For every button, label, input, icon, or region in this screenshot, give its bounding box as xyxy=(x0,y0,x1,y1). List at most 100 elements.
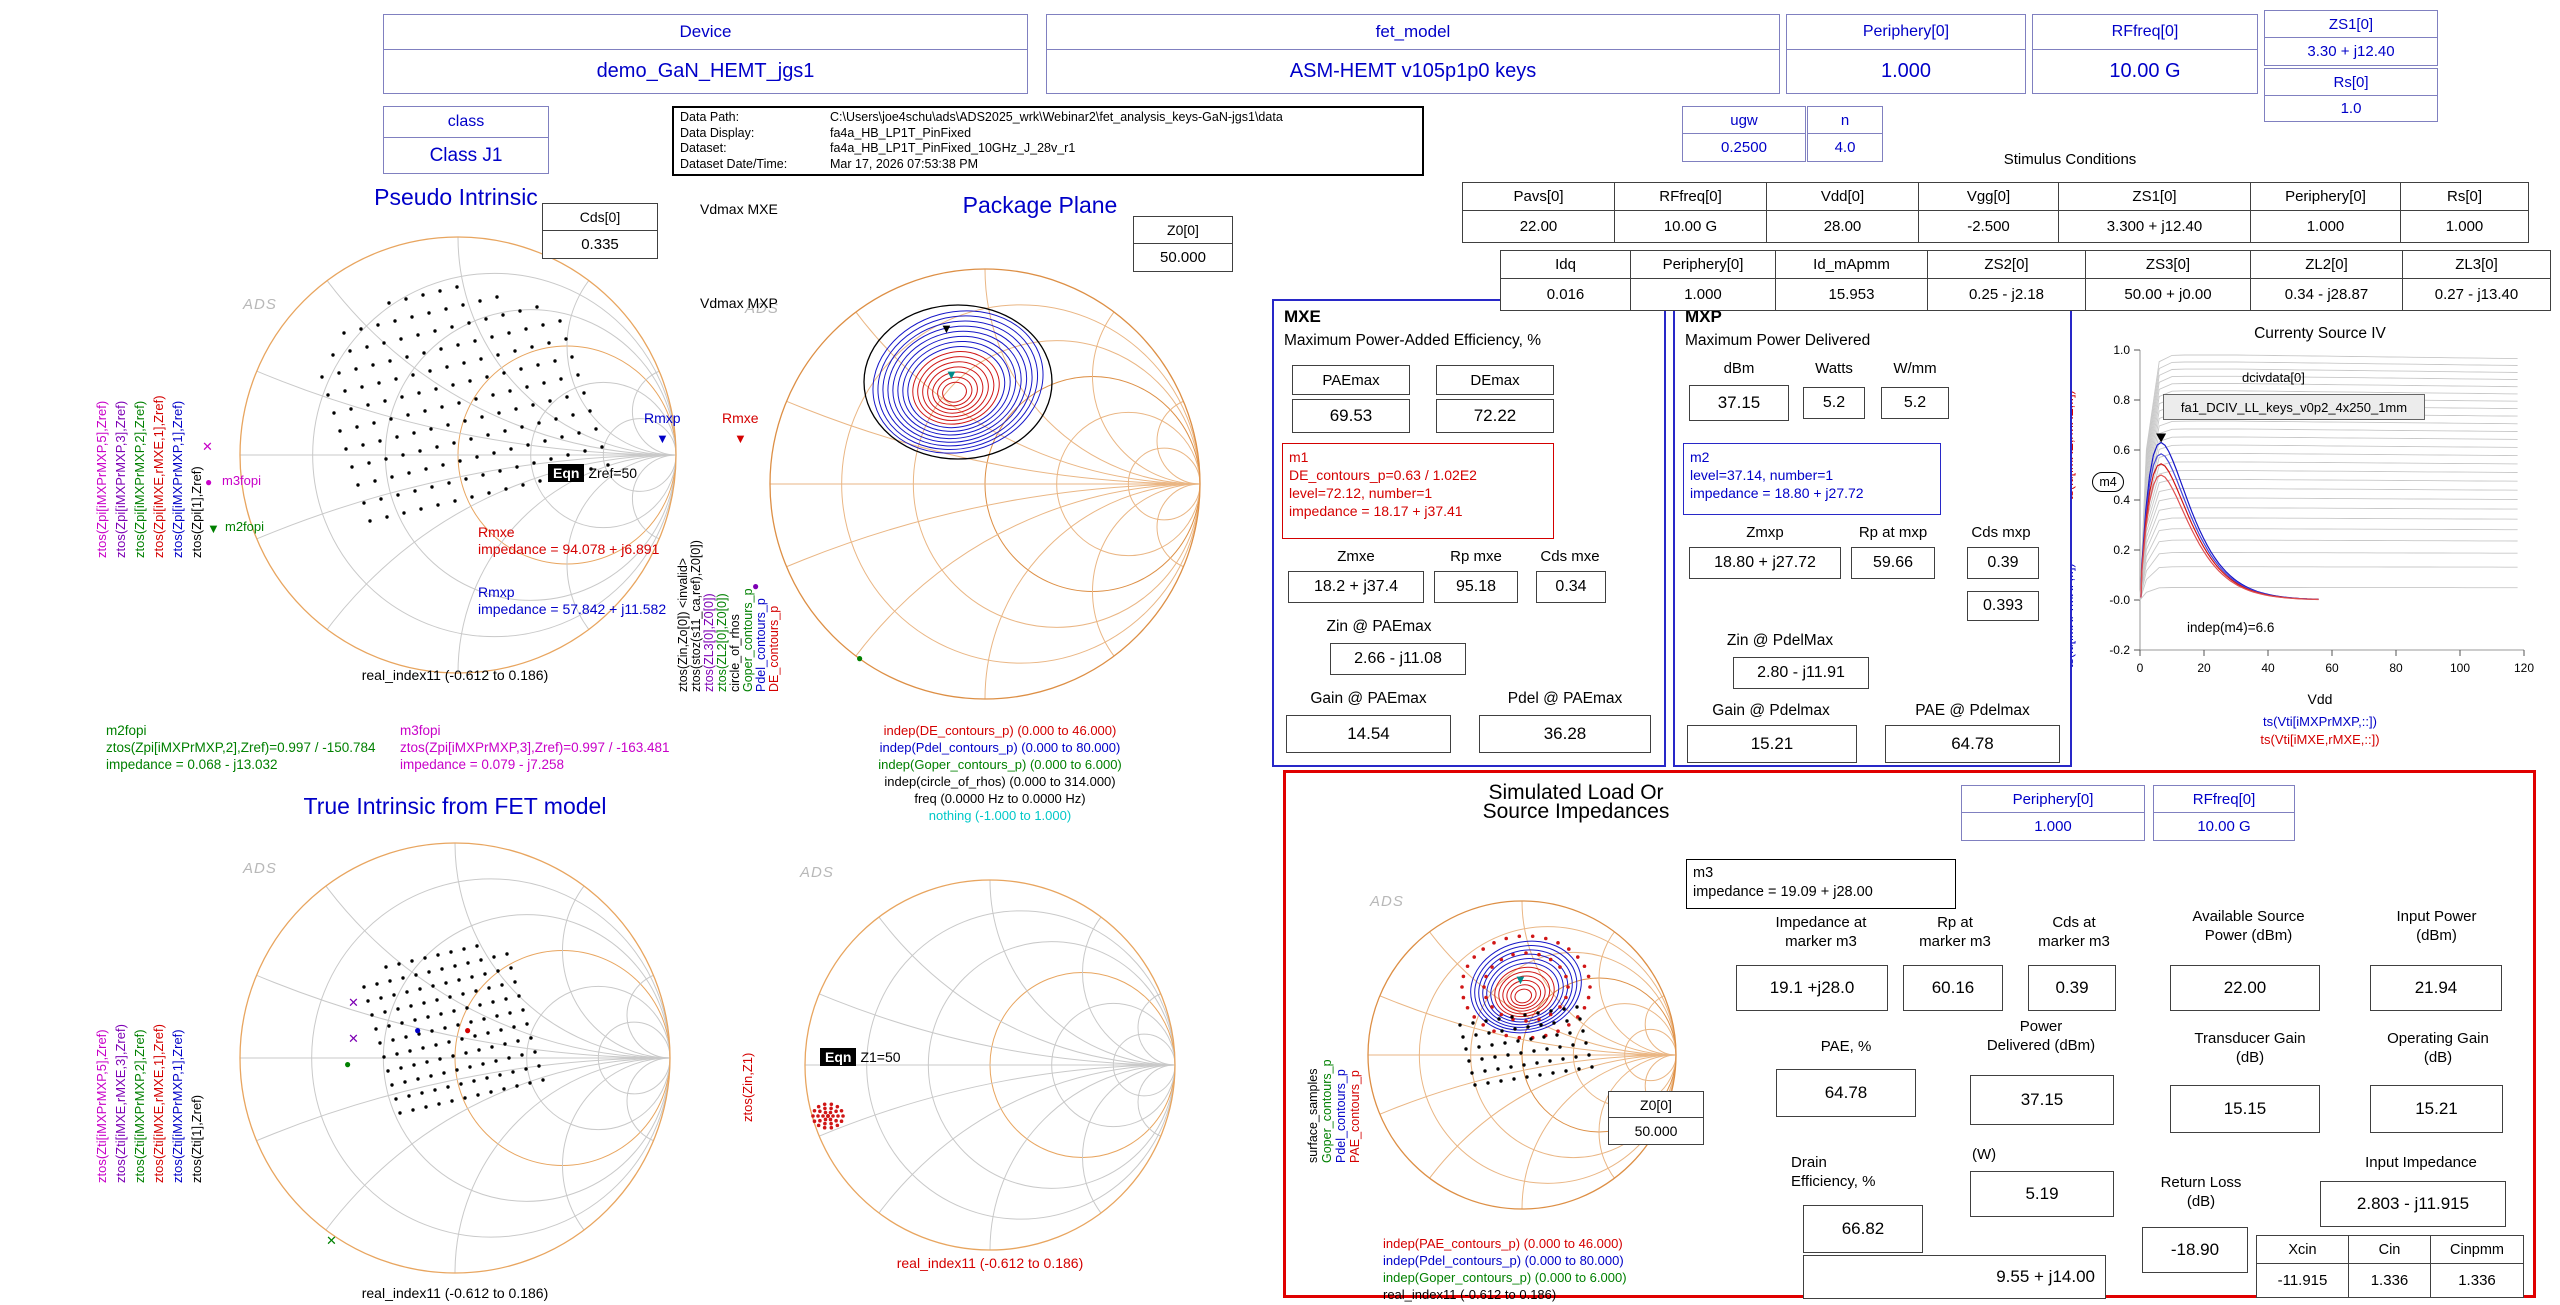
svg-text:120: 120 xyxy=(2514,661,2534,675)
rp-m3-value: 60.16 xyxy=(1903,965,2003,1011)
ugw-table[interactable]: ugw 0.2500 xyxy=(1682,106,1806,162)
zmxp-value: 18.80 + j27.72 xyxy=(1689,547,1841,579)
n-table[interactable]: n 4.0 xyxy=(1807,106,1883,162)
zref-equation[interactable]: Eqn Zref=50 xyxy=(548,464,637,482)
dataset-line: Dataset:fa4a_HB_LP1T_PinFixed_10GHz_J_28… xyxy=(680,141,1076,155)
m1-readout-box[interactable]: m1 DE_contours_p=0.63 / 1.02E2 level=72.… xyxy=(1282,443,1554,539)
m3-readout-box[interactable]: m3 impedance = 19.09 + j28.00 xyxy=(1686,859,1956,909)
rs-header: Rs[0] xyxy=(2333,73,2369,91)
z1-equation[interactable]: Eqn Z1=50 xyxy=(820,1048,901,1066)
sim-periphery-value: 1.000 xyxy=(1962,812,2144,840)
m3fopi-marker-label[interactable]: m3fopi xyxy=(222,473,262,488)
true-intrinsic-smith-chart[interactable] xyxy=(205,833,705,1283)
package-plane-smith-chart[interactable] xyxy=(763,252,1203,708)
x-marker-icon[interactable]: ✕ xyxy=(348,1031,359,1046)
legend-entry: nothing (-1.000 to 1.000) xyxy=(928,808,1072,823)
dot-marker-icon[interactable]: ● xyxy=(414,1023,422,1037)
dot-marker-icon[interactable]: ● xyxy=(344,1057,352,1071)
rmxp-marker-icon[interactable]: ▼ xyxy=(656,431,669,446)
pseudo-intrinsic-smith-chart[interactable] xyxy=(205,228,711,698)
stimulus-table-row2[interactable]: Idq Periphery[0] Id_mApmm ZS2[0] ZS3[0] … xyxy=(1500,250,2551,311)
device-table[interactable]: Device demo_GaN_HEMT_jgs1 xyxy=(383,14,1028,94)
class-table[interactable]: class Class J1 xyxy=(383,106,549,174)
sim-periphery-table[interactable]: Periphery[0] 1.000 xyxy=(1961,785,2145,841)
sim-trace-label: PAE_contours_p xyxy=(1348,1070,1362,1163)
m3-marker-icon[interactable]: ▼ xyxy=(1514,972,1527,987)
true-trace-label: ztos(Zti[iMXE,rMXE,1],Zref) xyxy=(151,1024,166,1183)
x-marker-icon[interactable]: ✕ xyxy=(326,1233,337,1248)
cds-mxp-label: Cds mxp xyxy=(1971,524,2031,541)
cds-table[interactable]: Cds[0] 0.335 xyxy=(542,203,658,259)
zs1-table[interactable]: ZS1[0] 3.30 + j12.40 xyxy=(2264,10,2438,66)
dot-marker-icon[interactable]: ● xyxy=(856,651,864,665)
sim-trace-label: surface_samples xyxy=(1306,1068,1320,1164)
legend-entry: indep(DE_contours_p) (0.000 to 46.000) xyxy=(883,723,1117,738)
x-marker-icon[interactable]: ✕ xyxy=(348,995,359,1010)
fet-model-table[interactable]: fet_model ASM-HEMT v105p1p0 keys xyxy=(1046,14,1780,94)
rmxe-marker-label[interactable]: Rmxe xyxy=(722,410,759,426)
dbm-label: dBm xyxy=(1723,360,1755,377)
rffreq-table[interactable]: RFfreq[0] 10.00 G xyxy=(2032,14,2258,94)
stimulus-table-row1[interactable]: Pavs[0] RFfreq[0] Vdd[0] Vgg[0] ZS1[0] P… xyxy=(1462,182,2529,243)
rmxp-marker-label[interactable]: Rmxp xyxy=(644,410,681,426)
mxp-panel[interactable]: MXP Maximum Power Delivered dBm Watts W/… xyxy=(1673,299,2072,767)
m2-marker-icon[interactable]: ▼ xyxy=(945,367,958,382)
package-trace-label: circle_of_rhos xyxy=(728,614,742,692)
iv-legend-entry: ts(Vti[iMXPrMXP,::]) xyxy=(2263,714,2377,729)
stim-value: 3.300 + j12.40 xyxy=(2059,211,2251,243)
mxe-panel[interactable]: MXE Maximum Power-Added Efficiency, % PA… xyxy=(1272,299,1666,767)
dot-marker-icon[interactable]: ● xyxy=(752,579,760,593)
svg-text:60: 60 xyxy=(2325,661,2339,675)
pdel-paemax-label: Pdel @ PAEmax xyxy=(1507,690,1623,707)
legend-entry: real_index11 (-0.612 to 0.186) xyxy=(1383,1287,1557,1302)
mxe-subtitle: Maximum Power-Added Efficiency, % xyxy=(1284,332,1541,349)
dot-marker-icon[interactable]: ● xyxy=(205,475,213,489)
zin-smith-chart[interactable] xyxy=(790,858,1190,1258)
true-trace-label: ztos(Zti[iMXPrMXP,2],Zref) xyxy=(132,1029,147,1183)
dot-marker-icon[interactable]: ● xyxy=(464,1023,472,1037)
m1-marker-icon[interactable]: ▼ xyxy=(940,321,953,336)
m4-marker-label[interactable]: m4 xyxy=(2092,472,2124,492)
pseudo-trace-label: ztos(Zpi[iMXPrMXP,2],Zref) xyxy=(132,400,147,558)
zin-pdelmax-value: 2.80 - j11.91 xyxy=(1733,657,1869,689)
paemax-value: 69.53 xyxy=(1292,399,1410,433)
m2-readout-box[interactable]: m2 level=37.14, number=1 impedance = 18.… xyxy=(1683,443,1941,515)
stim-header: Rs[0] xyxy=(2401,183,2529,211)
m2fopi-marker-label[interactable]: m2fopi xyxy=(225,519,265,534)
mxe-title: MXE xyxy=(1284,307,1321,326)
stim-header: Vdd[0] xyxy=(1767,183,1919,211)
cds-mxe-value: 0.34 xyxy=(1536,571,1606,603)
n-value: 4.0 xyxy=(1808,133,1882,161)
legend-entry: indep(PAE_contours_p) (0.000 to 46.000) xyxy=(1383,1236,1623,1251)
periphery-table[interactable]: Periphery[0] 1.000 xyxy=(1786,14,2026,94)
svg-text:1.0: 1.0 xyxy=(2113,343,2130,357)
m4-annotation: indep(m4)=6.6 xyxy=(2187,620,2275,635)
sim-z0-header: Z0[0] xyxy=(1640,1096,1672,1113)
stim-value: 10.00 G xyxy=(1615,211,1767,243)
input-power-label: Input Power(dBm) xyxy=(2396,908,2477,944)
sim-smith-chart[interactable] xyxy=(1354,885,1690,1221)
drain-efficiency-value: 66.82 xyxy=(1803,1205,1923,1253)
cin-table[interactable]: Xcin Cin Cinpmm -11.915 1.336 1.336 xyxy=(2256,1235,2524,1298)
pseudo-trace-label: ztos(Zpi[1],Zref) xyxy=(189,466,204,558)
rs-table[interactable]: Rs[0] 1.0 xyxy=(2264,68,2438,122)
sim-trace-label: Pdel_contours_p xyxy=(1334,1069,1348,1163)
rffreq-value: 10.00 G xyxy=(2033,49,2257,93)
mxp-subtitle: Maximum Power Delivered xyxy=(1685,332,1871,349)
stim-header: Vgg[0] xyxy=(1919,183,2059,211)
sim-rffreq-table[interactable]: RFfreq[0] 10.00 G xyxy=(2153,785,2295,841)
rmxe-marker-icon[interactable]: ▼ xyxy=(734,431,747,446)
iv-dataset-box[interactable]: fa1_DCIV_LL_keys_v0p2_4x250_1mm xyxy=(2163,394,2425,420)
x-marker-icon[interactable]: ✕ xyxy=(202,439,213,454)
z0-table[interactable]: Z0[0] 50.000 xyxy=(1133,216,1233,272)
eqn-tag: Eqn xyxy=(548,464,585,482)
dataset-info-box[interactable]: Data Path:C:\Users\joe4schu\ads\ADS2025_… xyxy=(672,106,1424,176)
transducer-gain-value: 15.15 xyxy=(2170,1085,2320,1133)
sim-z0-table[interactable]: Z0[0] 50.000 xyxy=(1608,1091,1704,1145)
m2fopi-marker-icon[interactable]: ▼ xyxy=(207,521,220,536)
